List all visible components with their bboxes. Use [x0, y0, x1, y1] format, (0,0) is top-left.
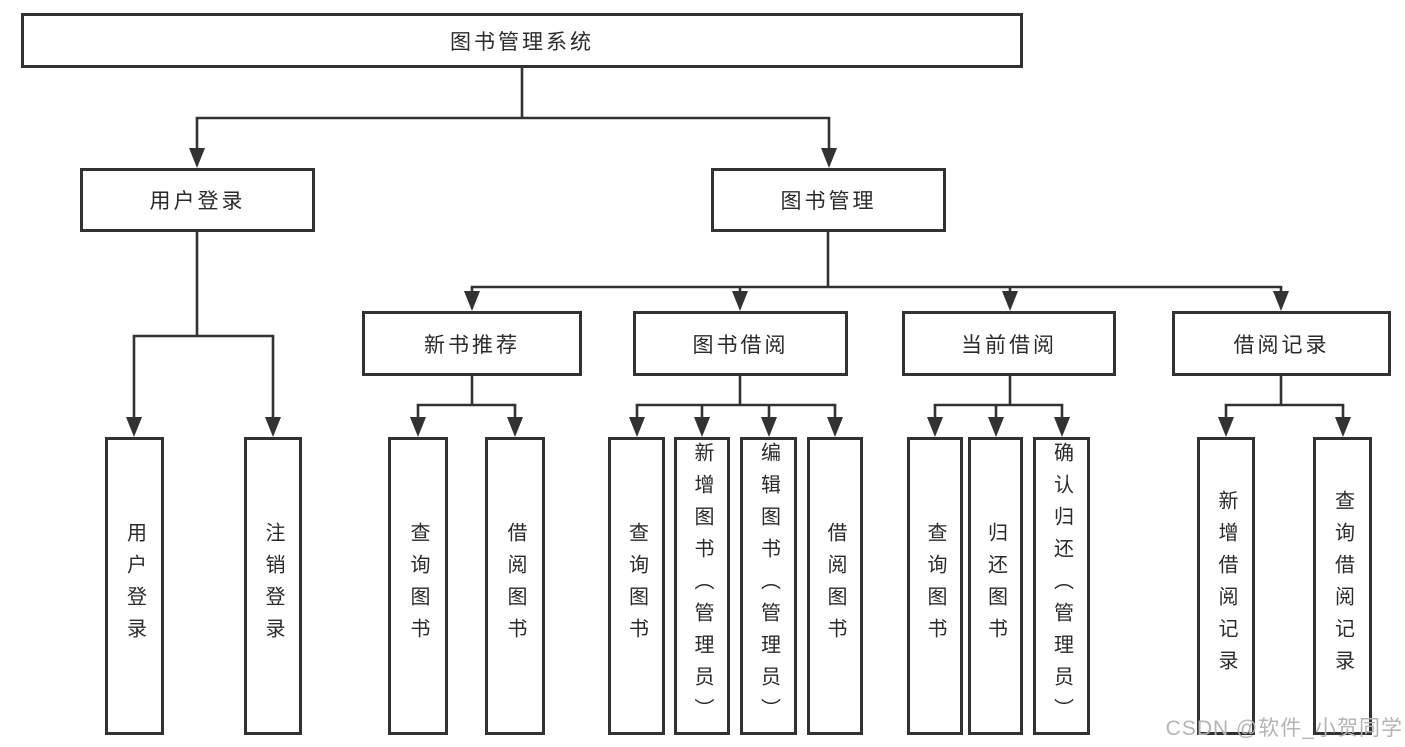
- node-book-management: 图书管理: [711, 168, 946, 232]
- node-user-login-label: 用户登录: [149, 190, 246, 213]
- leaf-query-books-1: 查询图书: [388, 437, 448, 735]
- node-user-login: 用户登录: [80, 168, 315, 232]
- leaf-user-login-label: 用户登录: [123, 522, 146, 650]
- leaf-logout-label: 注销登录: [262, 522, 284, 650]
- leaf-return-books: 归还图书: [968, 437, 1023, 735]
- leaf-confirm-return-admin-label: 确认归还（管理员）: [1050, 442, 1073, 730]
- leaf-edit-books-admin: 编辑图书（管理员）: [740, 437, 797, 735]
- leaf-query-books-3-label: 查询图书: [924, 522, 946, 650]
- node-root: 图书管理系统: [21, 13, 1023, 68]
- leaf-user-login: 用户登录: [105, 437, 164, 735]
- leaf-query-books-2: 查询图书: [608, 437, 665, 735]
- leaf-add-books-admin: 新增图书（管理员）: [674, 437, 730, 735]
- leaf-borrow-books-1: 借阅图书: [485, 437, 545, 735]
- node-root-label: 图书管理系统: [450, 30, 594, 54]
- leaf-query-books-3: 查询图书: [907, 437, 963, 735]
- leaf-logout: 注销登录: [244, 437, 302, 735]
- node-current-borrow: 当前借阅: [902, 311, 1116, 376]
- node-book-management-label: 图书管理: [780, 190, 877, 213]
- leaf-query-borrow-record: 查询借阅记录: [1313, 437, 1372, 735]
- leaf-confirm-return-admin: 确认归还（管理员）: [1033, 437, 1090, 735]
- node-borrow-record: 借阅记录: [1172, 311, 1391, 376]
- leaf-edit-books-admin-label: 编辑图书（管理员）: [757, 442, 780, 730]
- leaf-add-books-admin-label: 新增图书（管理员）: [691, 442, 713, 730]
- leaf-add-borrow-record-label: 新增借阅记录: [1215, 490, 1237, 682]
- leaf-borrow-books-2-label: 借阅图书: [824, 522, 846, 650]
- node-new-book-recommend-label: 新书推荐: [424, 333, 520, 357]
- leaf-query-books-2-label: 查询图书: [625, 522, 648, 650]
- leaf-borrow-books-2: 借阅图书: [807, 437, 863, 735]
- leaf-query-borrow-record-label: 查询借阅记录: [1331, 490, 1354, 682]
- node-new-book-recommend: 新书推荐: [362, 311, 582, 376]
- leaf-query-books-1-label: 查询图书: [407, 522, 429, 650]
- csdn-watermark: CSDN @软件_小贺同学: [1165, 717, 1403, 740]
- node-borrow-record-label: 借阅记录: [1233, 333, 1330, 357]
- leaf-return-books-label: 归还图书: [984, 522, 1007, 650]
- leaf-add-borrow-record: 新增借阅记录: [1197, 437, 1255, 735]
- leaf-borrow-books-1-label: 借阅图书: [504, 522, 526, 650]
- node-book-borrow: 图书借阅: [633, 311, 848, 376]
- node-current-borrow-label: 当前借阅: [961, 333, 1057, 357]
- node-book-borrow-label: 图书借阅: [692, 333, 789, 357]
